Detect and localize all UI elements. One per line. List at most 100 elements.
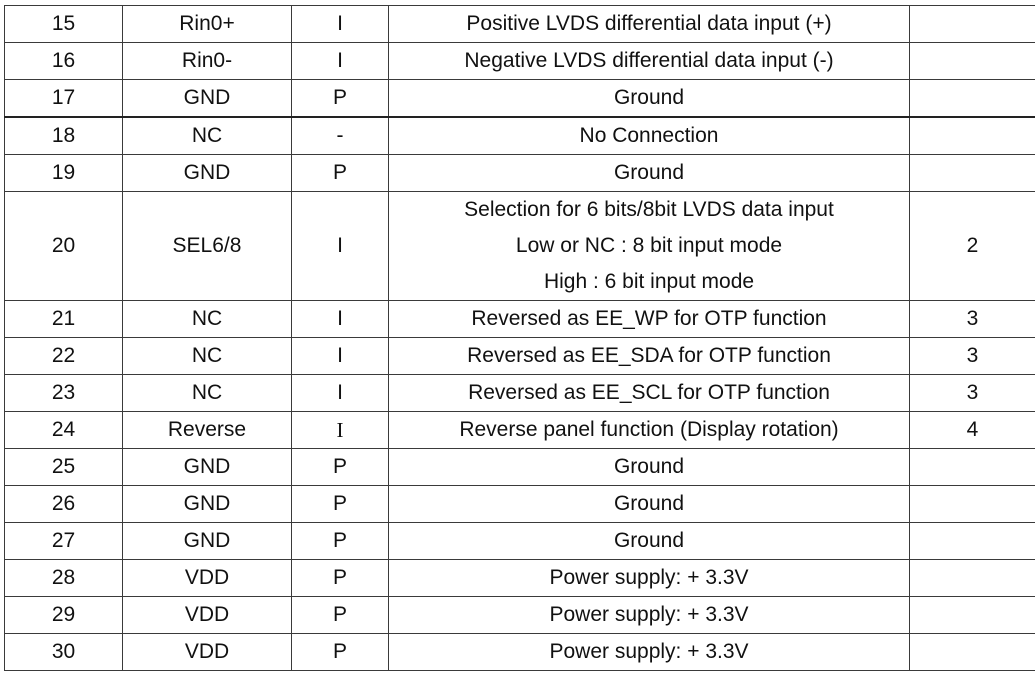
- pin-note: [909, 485, 1035, 523]
- pin-note: [909, 154, 1035, 192]
- pin-number: 30: [4, 633, 123, 671]
- pin-symbol: NC: [122, 374, 292, 412]
- pin-description: Reversed as EE_WP for OTP function: [388, 300, 910, 338]
- table-row: 27 GND P Ground: [4, 522, 1035, 560]
- description-line: Low or NC : 8 bit input mode: [515, 234, 783, 257]
- pin-io-type: I: [291, 411, 389, 449]
- pin-note: [909, 448, 1035, 486]
- pin-symbol: NC: [122, 337, 292, 375]
- pin-symbol: Rin0+: [122, 5, 292, 43]
- pin-description: Power supply: + 3.3V: [388, 596, 910, 634]
- pin-note: [909, 5, 1035, 43]
- pin-description: Ground: [388, 522, 910, 560]
- pin-number: 26: [4, 485, 123, 523]
- pin-number: 24: [4, 411, 123, 449]
- pin-io-type: P: [291, 522, 389, 560]
- pin-symbol: GND: [122, 448, 292, 486]
- pin-description: Reverse panel function (Display rotation…: [388, 411, 910, 449]
- pin-io-type: I: [291, 5, 389, 43]
- pin-symbol: Rin0-: [122, 42, 292, 80]
- pin-symbol: GND: [122, 522, 292, 560]
- pin-symbol: VDD: [122, 633, 292, 671]
- pin-description: Power supply: + 3.3V: [388, 559, 910, 597]
- pin-note: [909, 559, 1035, 597]
- table-row: 29 VDD P Power supply: + 3.3V: [4, 596, 1035, 634]
- pin-io-type: -: [291, 116, 389, 155]
- pin-note: [909, 633, 1035, 671]
- pin-io-type: P: [291, 633, 389, 671]
- pin-number: 27: [4, 522, 123, 560]
- pin-number: 22: [4, 337, 123, 375]
- pin-description: Power supply: + 3.3V: [388, 633, 910, 671]
- pin-description: Reversed as EE_SCL for OTP function: [388, 374, 910, 412]
- pin-note: [909, 79, 1035, 118]
- table-row: 30 VDD P Power supply: + 3.3V: [4, 633, 1035, 671]
- pin-note: [909, 116, 1035, 155]
- pin-symbol: GND: [122, 485, 292, 523]
- pin-number: 20: [4, 191, 123, 301]
- pin-description: Selection for 6 bits/8bit LVDS data inpu…: [388, 191, 910, 301]
- pin-description: No Connection: [388, 116, 910, 155]
- pin-description: Ground: [388, 448, 910, 486]
- pin-description: Ground: [388, 485, 910, 523]
- pin-number: 23: [4, 374, 123, 412]
- pin-io-type: I: [291, 300, 389, 338]
- pin-symbol: GND: [122, 79, 292, 118]
- table-row: 20 SEL6/8 I Selection for 6 bits/8bit LV…: [4, 191, 1035, 301]
- description-line: Selection for 6 bits/8bit LVDS data inpu…: [464, 198, 834, 221]
- pin-note: [909, 42, 1035, 80]
- pin-note: [909, 596, 1035, 634]
- pin-number: 19: [4, 154, 123, 192]
- table-row: 25 GND P Ground: [4, 448, 1035, 486]
- pin-symbol: VDD: [122, 596, 292, 634]
- table-row: 19 GND P Ground: [4, 154, 1035, 192]
- pin-note: 3: [909, 374, 1035, 412]
- pin-io-type: I: [291, 374, 389, 412]
- pin-description: Ground: [388, 154, 910, 192]
- table-row: 23 NC I Reversed as EE_SCL for OTP funct…: [4, 374, 1035, 412]
- pin-io-type: I: [291, 191, 389, 301]
- pin-symbol: NC: [122, 300, 292, 338]
- pin-number: 16: [4, 42, 123, 80]
- pin-symbol: Reverse: [122, 411, 292, 449]
- table-row: 26 GND P Ground: [4, 485, 1035, 523]
- pin-number: 28: [4, 559, 123, 597]
- pin-io-type: I: [291, 337, 389, 375]
- table-row: 21 NC I Reversed as EE_WP for OTP functi…: [4, 300, 1035, 338]
- table-row: 22 NC I Reversed as EE_SDA for OTP funct…: [4, 337, 1035, 375]
- table-row: 17 GND P Ground: [4, 79, 1035, 118]
- pin-io-type: P: [291, 79, 389, 118]
- pin-symbol: NC: [122, 116, 292, 155]
- pin-symbol: GND: [122, 154, 292, 192]
- pin-note: 2: [909, 191, 1035, 301]
- pin-number: 21: [4, 300, 123, 338]
- pin-io-type: I: [291, 42, 389, 80]
- pin-number: 18: [4, 116, 123, 155]
- pin-assignment-table: 15 Rin0+ I Positive LVDS differential da…: [4, 5, 1035, 671]
- table-row: 18 NC - No Connection: [4, 116, 1035, 155]
- description-line: High : 6 bit input mode: [543, 270, 755, 293]
- pin-io-type: P: [291, 559, 389, 597]
- pin-note: [909, 522, 1035, 560]
- pin-io-type: P: [291, 485, 389, 523]
- pin-number: 25: [4, 448, 123, 486]
- pin-io-type: P: [291, 596, 389, 634]
- pin-io-type: P: [291, 154, 389, 192]
- table-row: 15 Rin0+ I Positive LVDS differential da…: [4, 5, 1035, 43]
- pin-io-type: P: [291, 448, 389, 486]
- table-row: 28 VDD P Power supply: + 3.3V: [4, 559, 1035, 597]
- pin-symbol: VDD: [122, 559, 292, 597]
- pin-description: Ground: [388, 79, 910, 118]
- pin-note: 3: [909, 337, 1035, 375]
- pin-note: 3: [909, 300, 1035, 338]
- pin-note: 4: [909, 411, 1035, 449]
- pin-description: Positive LVDS differential data input (+…: [388, 5, 910, 43]
- pin-number: 29: [4, 596, 123, 634]
- pin-description: Reversed as EE_SDA for OTP function: [388, 337, 910, 375]
- table-row: 24 Reverse I Reverse panel function (Dis…: [4, 411, 1035, 449]
- pin-number: 15: [4, 5, 123, 43]
- pin-symbol: SEL6/8: [122, 191, 292, 301]
- table-row: 16 Rin0- I Negative LVDS differential da…: [4, 42, 1035, 80]
- pin-description: Negative LVDS differential data input (-…: [388, 42, 910, 80]
- pin-number: 17: [4, 79, 123, 118]
